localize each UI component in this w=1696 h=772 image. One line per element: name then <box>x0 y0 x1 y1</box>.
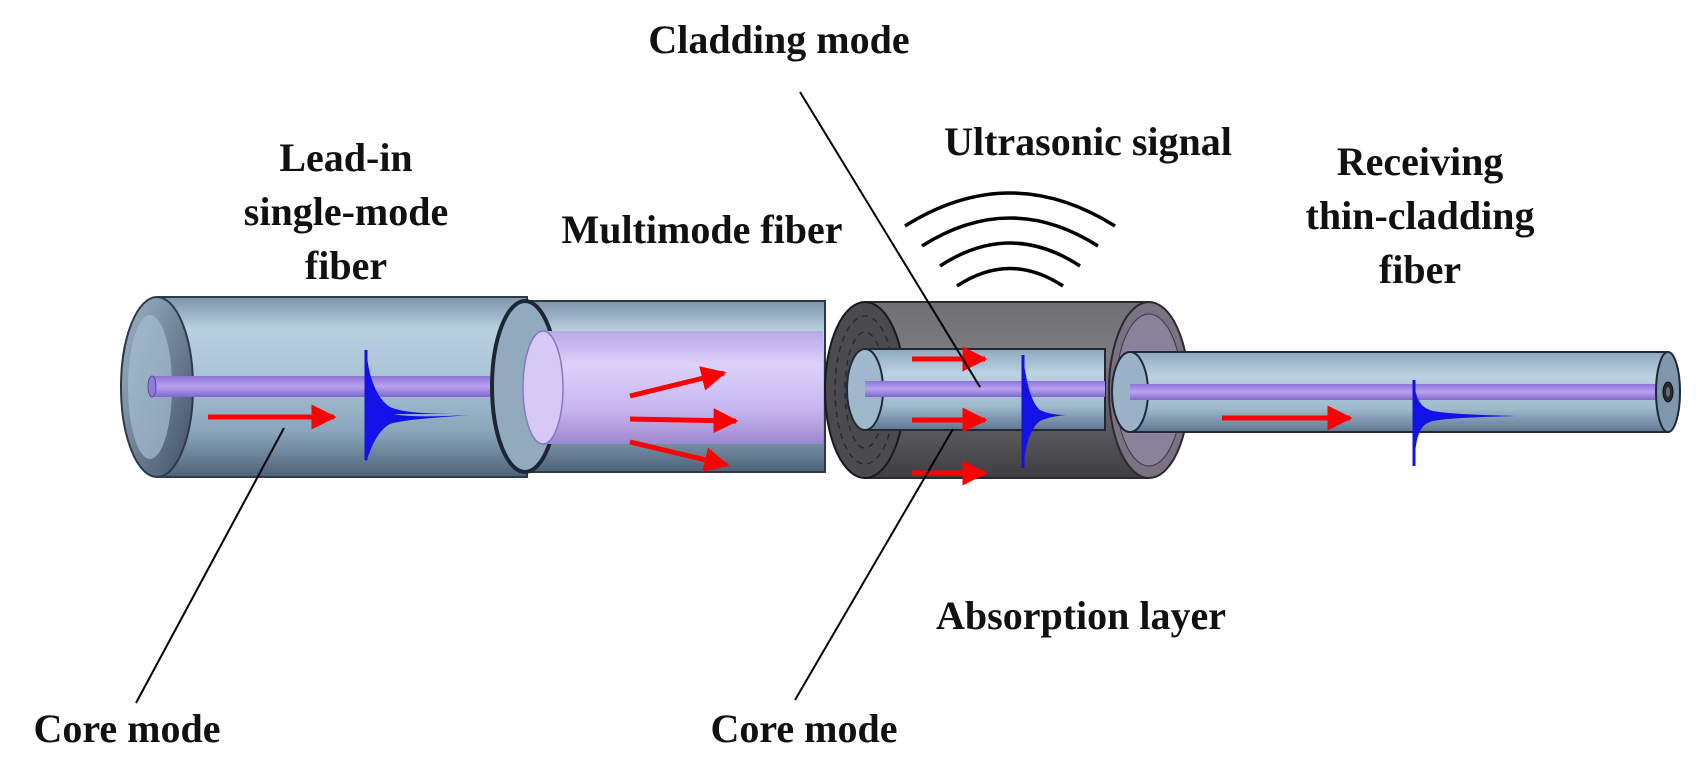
label-absorption-layer: Absorption layer <box>936 593 1226 638</box>
multimode-core <box>543 331 823 444</box>
leader-core-mode-right <box>794 428 954 701</box>
light-propagation-arrow-icon <box>629 408 739 434</box>
label-core-mode-left: Core mode <box>33 706 221 751</box>
label-receiving-line3: fiber <box>1378 247 1462 292</box>
ultrasonic-wave-arc-icon <box>904 191 1116 228</box>
leader-lines <box>135 91 981 704</box>
mode-profiles <box>364 350 1515 468</box>
leader-core-mode-left <box>135 427 285 704</box>
ultrasonic-wave-arc-icon <box>956 266 1064 288</box>
leader-cladding-mode <box>799 91 981 388</box>
ultrasonic-wave-arc-icon <box>921 216 1099 248</box>
gaussian-mode-profile-icon <box>1023 355 1066 468</box>
label-lead-in-line1: Lead-in <box>279 135 413 180</box>
ultrasonic-waves <box>904 191 1116 288</box>
receiving-fiber <box>1111 351 1681 433</box>
label-cladding-mode: Cladding mode <box>648 17 910 62</box>
light-arrows <box>208 346 1353 486</box>
lead-in-core <box>152 376 532 397</box>
lead-in-fiber <box>120 296 532 478</box>
label-multimode-fiber: Multimode fiber <box>561 207 843 252</box>
label-ultrasonic-signal: Ultrasonic signal <box>944 119 1232 164</box>
ultrasonic-wave-arc-icon <box>939 241 1081 268</box>
light-propagation-arrow-icon <box>629 366 727 399</box>
label-lead-in-line2: single-mode <box>243 189 449 234</box>
label-receiving-line1: Receiving <box>1336 139 1504 184</box>
label-core-mode-right: Core mode <box>710 706 898 751</box>
label-lead-in-line3: fiber <box>304 243 388 288</box>
light-propagation-arrow-icon <box>629 439 730 472</box>
gaussian-mode-profile-icon <box>366 350 470 460</box>
label-receiving-line2: thin-cladding <box>1305 193 1535 238</box>
receiving-core <box>1130 384 1668 400</box>
